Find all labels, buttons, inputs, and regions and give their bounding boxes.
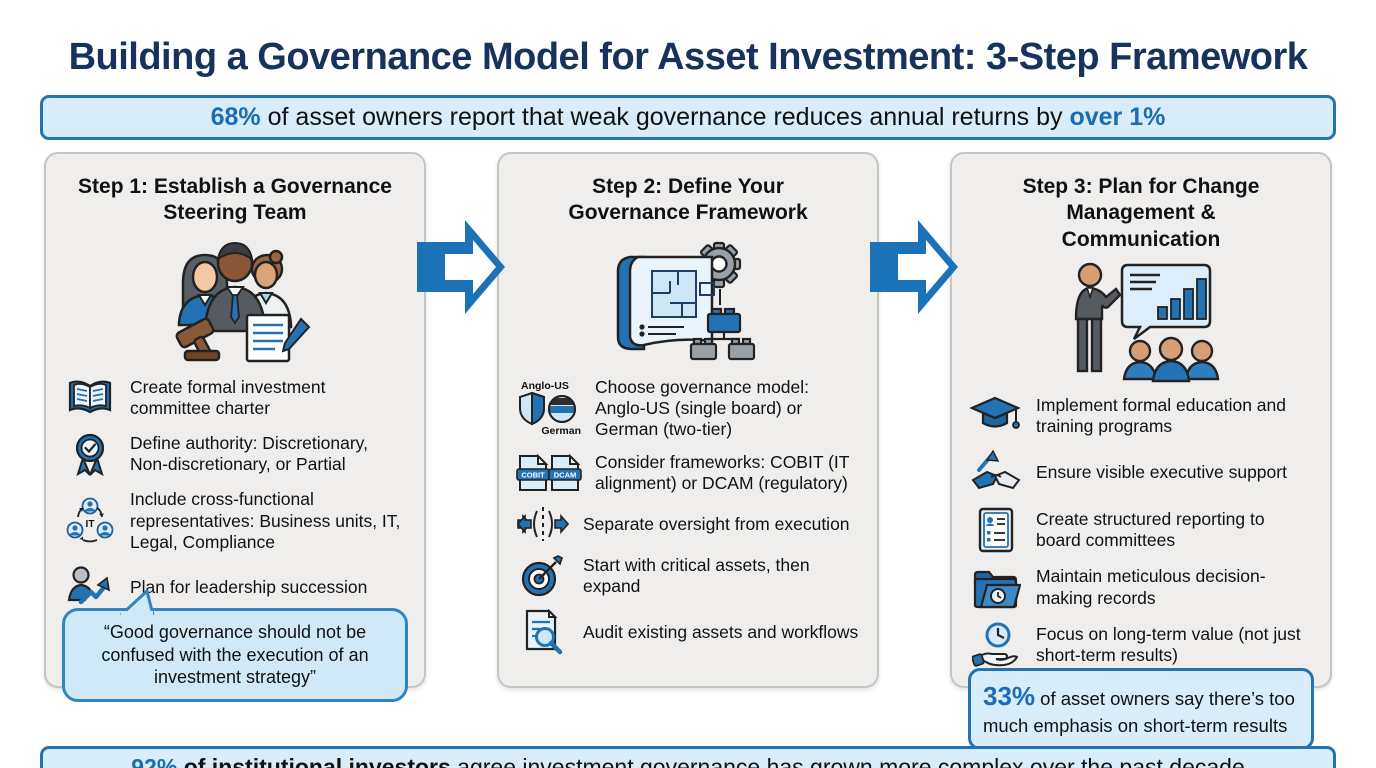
page-title: Building a Governance Model for Asset In… (68, 36, 1308, 78)
infographic-page: Building a Governance Model for Asset In… (0, 36, 1376, 768)
committee-gavel-icon (62, 233, 408, 365)
step-2-bullets: Anglo-US German (515, 377, 861, 656)
records-folder-icon (968, 567, 1024, 609)
audit-magnifier-icon (515, 609, 571, 655)
bullet-text: Include cross-functional representatives… (130, 489, 401, 552)
bottom-banner-bold: of institutional investors (183, 753, 458, 768)
bottom-banner-stat: 92% (131, 753, 184, 768)
bullet-text: Create structured reporting to board com… (1036, 509, 1265, 551)
quote-tail (119, 589, 155, 617)
structured-report-icon (968, 507, 1024, 553)
list-item: Plan for leadership succession (62, 566, 408, 608)
step-2-title: Step 2: Define Your Governance Framework (568, 175, 808, 225)
leadership-succession-icon (62, 566, 118, 608)
bullet-text: Maintain meticulous decision-making reco… (1036, 566, 1266, 608)
german-label: German (541, 425, 581, 438)
anglo-us-label: Anglo-US (521, 379, 569, 392)
step-1-bullets: Create formal investment committee chart… (62, 377, 408, 609)
bullet-text: Plan for leadership succession (130, 576, 368, 597)
cobit-label: COBIT (521, 470, 545, 479)
stat-callout: 33% of asset owners say there’s too much… (968, 668, 1314, 750)
list-item: Implement formal education and training … (968, 395, 1314, 438)
step-3-card: Step 3: Plan for Change Management & Com… (950, 152, 1332, 750)
anglo-german-models-icon: Anglo-US German (515, 381, 583, 437)
dcam-label: DCAM (554, 470, 577, 479)
graduation-cap-icon (968, 396, 1024, 436)
list-item: Ensure visible executive support (968, 450, 1314, 494)
quote-callout: “Good governance should not be confused … (62, 589, 408, 702)
step-3-title: Step 3: Plan for Change Management & Com… (1022, 175, 1260, 251)
flow-arrow-2-icon (870, 220, 958, 314)
top-banner-stat: 68% (210, 103, 261, 131)
framework-files-icon: COBIT DCAM (515, 453, 583, 493)
bullet-text: Separate oversight from execution (583, 513, 850, 534)
presentation-audience-icon (968, 259, 1314, 383)
bullet-text: Focus on long-term value (not just short… (1036, 623, 1301, 666)
list-item: Anglo-US German (515, 377, 861, 441)
bottom-banner-text: agree investment governance has grown mo… (457, 753, 1245, 768)
bullet-text: Implement formal education and training … (1036, 394, 1286, 437)
list-item: IT Include cross-functional representati… (62, 489, 408, 553)
separate-arrows-icon (515, 505, 571, 543)
flow-arrow-1-icon (417, 220, 505, 314)
bullet-text: Ensure visible executive support (1036, 461, 1287, 482)
bullet-text: Choose governance model: Anglo-US (singl… (595, 376, 810, 440)
bullet-text: Consider frameworks: COBIT (IT alignment… (595, 451, 850, 493)
list-item: Maintain meticulous decision-making reco… (968, 566, 1314, 609)
it-label: IT (86, 519, 95, 530)
bullet-text: Define authority: Discretionary, Non-dis… (130, 432, 368, 475)
handshake-arrow-icon (968, 450, 1024, 494)
bullet-text: Start with critical assets, then expand (583, 554, 810, 597)
blueprint-gear-icon (515, 233, 861, 369)
top-banner-text: of asset owners report that weak governa… (260, 103, 1070, 131)
long-term-clock-icon (968, 622, 1024, 668)
stat-text: of asset owners say there’s too much emp… (983, 688, 1295, 736)
open-book-icon (62, 378, 118, 418)
target-dart-icon (515, 554, 571, 598)
award-badge-icon (62, 432, 118, 477)
list-item: Separate oversight from execution (515, 505, 861, 543)
list-item: Audit existing assets and workflows (515, 609, 861, 655)
step-1-card: Step 1: Establish a Governance Steering … (44, 152, 426, 702)
top-stat-banner: 68% of asset owners report that weak gov… (40, 95, 1336, 140)
stat-value: 33% (983, 681, 1036, 712)
step-3-bullets: Implement formal education and training … (968, 395, 1314, 668)
quote-text: “Good governance should not be confused … (101, 622, 369, 688)
bottom-stat-banner: 92% of institutional investors agree inv… (40, 746, 1336, 768)
list-item: COBIT DCAM Consider frameworks: COBIT (I… (515, 452, 861, 495)
step-2-card: Step 2: Define Your Governance Framework (497, 152, 879, 688)
list-item: Create formal investment committee chart… (62, 377, 408, 420)
bullet-text: Audit existing assets and workflows (583, 621, 859, 642)
bullet-text: Create formal investment committee chart… (130, 376, 326, 418)
step-1-title: Step 1: Establish a Governance Steering … (78, 175, 392, 225)
cross-functional-icon: IT (62, 497, 118, 545)
list-item: Define authority: Discretionary, Non-dis… (62, 432, 408, 477)
list-item: Create structured reporting to board com… (968, 507, 1314, 553)
list-item: Start with critical assets, then expand (515, 554, 861, 598)
top-banner-highlight: over 1% (1069, 103, 1166, 131)
list-item: Focus on long-term value (not just short… (968, 622, 1314, 668)
steps-row: Step 1: Establish a Governance Steering … (44, 152, 1332, 750)
